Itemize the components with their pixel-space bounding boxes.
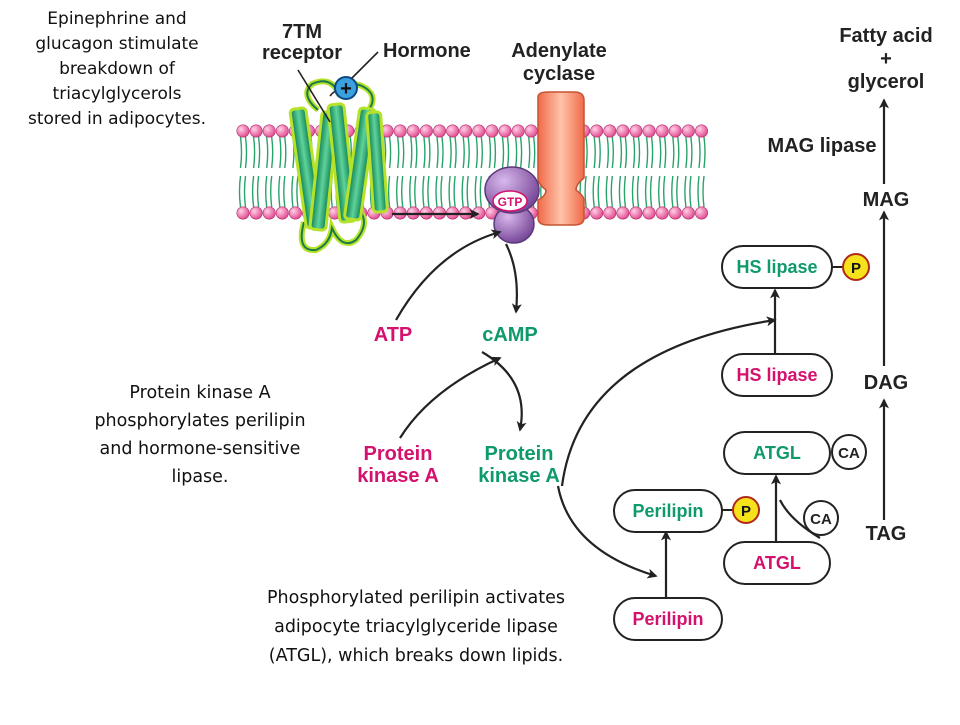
phosphate-badge-perilipin: P	[722, 496, 760, 524]
hs-lipase-active-pill: HS lipase	[721, 245, 833, 289]
receptor-label-line2: receptor	[262, 42, 342, 64]
fatty-acid-label-line2: +	[880, 48, 892, 70]
perilipin-inactive-label: Perilipin	[632, 609, 703, 629]
atgl-inactive-label: ATGL	[753, 553, 801, 573]
pka-active-label-line1: Protein	[485, 443, 554, 465]
phosphate-label-1: P	[851, 260, 861, 277]
caption-pka-phosphorylation: Protein kinase A phosphorylates perilipi…	[94, 383, 306, 487]
plus-sign: +	[340, 78, 352, 100]
arrow-pka-activation	[399, 356, 502, 439]
hormone-ligand: +	[334, 76, 358, 100]
perilipin-active-pill: Perilipin	[613, 489, 723, 533]
hs-lipase-inactive-label: HS lipase	[736, 365, 817, 385]
gtp-label: GTP	[498, 195, 523, 209]
atgl-inactive-pill: ATGL	[723, 541, 831, 585]
atp-label: ATP	[374, 324, 413, 346]
fatty-acid-label-line3: glycerol	[848, 71, 925, 93]
tag-label: TAG	[866, 523, 907, 545]
perilipin-active-label: Perilipin	[632, 501, 703, 521]
camp-label: cAMP	[482, 324, 538, 346]
receptor-label-line1: 7TM	[282, 21, 322, 43]
adenylate-label-line2: cyclase	[523, 63, 595, 85]
ca-badge-2: CA	[803, 500, 839, 536]
fatty-acid-label-line1: Fatty acid	[839, 25, 932, 47]
pka-inactive-label-line1: Protein	[364, 443, 433, 465]
adenylate-label-line1: Adenylate	[511, 40, 607, 62]
arrow-camp-to-pka	[481, 351, 527, 432]
g-protein-shape: GTP	[484, 166, 540, 244]
hormone-label: Hormone	[383, 40, 471, 62]
arrow-gprotein-to-camp	[505, 243, 522, 314]
atgl-active-label: ATGL	[753, 443, 801, 463]
mag-label: MAG	[863, 189, 910, 211]
dag-label: DAG	[864, 372, 908, 394]
pointer-lines	[297, 51, 379, 123]
arrow-atp-to-camp	[395, 229, 502, 321]
mag-lipase-label: MAG lipase	[768, 135, 877, 157]
hs-lipase-active-label: HS lipase	[736, 257, 817, 277]
pka-inactive-label-line2: kinase A	[357, 465, 439, 487]
arrow-pka-to-perilipin	[556, 485, 658, 579]
pka-active-label-line2: kinase A	[478, 465, 560, 487]
phosphate-badge-hslipase: P	[832, 253, 870, 281]
arrow-pka-to-targets	[560, 316, 777, 487]
atgl-active-pill: ATGL	[723, 431, 831, 475]
ca-label-1: CA	[838, 445, 860, 462]
phosphate-label-2: P	[741, 503, 751, 520]
perilipin-inactive-pill: Perilipin	[613, 597, 723, 641]
caption-hormone-stimulation: Epinephrine and glucagon stimulate break…	[27, 9, 206, 129]
adenylate-cyclase-shape	[537, 91, 585, 226]
ca-badge-1: CA	[831, 434, 867, 470]
hs-lipase-inactive-pill: HS lipase	[721, 353, 833, 397]
ca-label-2: CA	[810, 511, 832, 528]
7tm-receptor-shape	[288, 78, 389, 254]
caption-atgl-activation: Phosphorylated perilipin activates adipo…	[267, 588, 565, 666]
